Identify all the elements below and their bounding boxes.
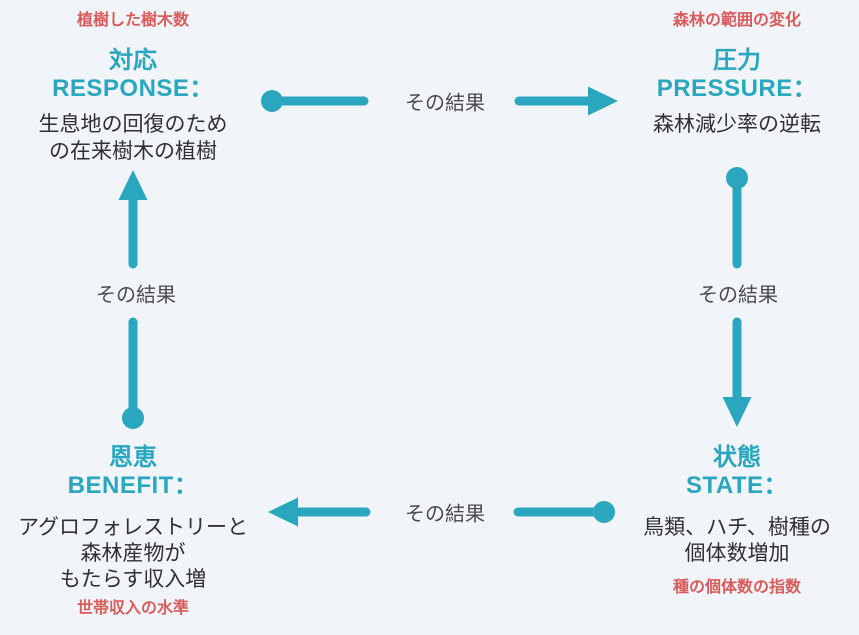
arrow-pressure-to-state (722, 167, 752, 427)
node-benefit-title-en: BENEFIT： (67, 472, 199, 499)
arrow-benefit-to-response (118, 170, 148, 429)
indicator-label-response: 植樹した樹木数 (76, 12, 189, 29)
node-pressure-desc: 森林減少率の逆転 (653, 113, 821, 136)
arrowhead-down-icon (722, 397, 752, 427)
node-state-title-jp: 状態 (713, 444, 761, 471)
arrow-start-dot (261, 90, 283, 112)
arrow-response-to-pressure (261, 86, 618, 116)
node-state-title-en: STATE： (685, 472, 789, 499)
arrow-label-bottom: その結果 (405, 503, 485, 526)
arrow-state-to-benefit (268, 497, 615, 527)
node-pressure: 森林の範囲の変化 圧力 PRESSURE： 森林減少率の逆転 (587, 10, 859, 138)
node-benefit-desc: アグロフォレストリーと 森林産物が もたらす収入増 (18, 516, 248, 591)
node-response-title-jp: 対応 (109, 47, 157, 74)
arrow-start-dot (593, 501, 615, 523)
node-pressure-title-en: PRESSURE： (656, 75, 818, 102)
arrowhead-up-icon (118, 170, 148, 200)
arrow-label-top: その結果 (405, 92, 485, 115)
indicator-label-state: 種の個体数の指数 (672, 579, 801, 596)
indicator-label-benefit: 世帯収入の水準 (76, 600, 189, 617)
node-state: 状態 STATE： 鳥類、ハチ、樹種の 個体数増加 種の個体数の指数 (587, 443, 859, 599)
arrow-label-right: その結果 (698, 284, 778, 307)
node-pressure-title-jp: 圧力 (713, 47, 761, 74)
node-state-desc: 鳥類、ハチ、樹種の 個体数増加 (643, 516, 831, 565)
node-response-desc: 生息地の回復のため の在来樹木の植樹 (38, 113, 228, 163)
indicator-label-pressure: 森林の範囲の変化 (672, 12, 801, 29)
arrow-start-dot (122, 407, 144, 429)
node-response-title-en: RESPONSE： (52, 75, 214, 102)
arrowhead-left-icon (268, 497, 298, 527)
node-response: 植樹した樹木数 対応 RESPONSE： 生息地の回復のため の在来樹木の植樹 (0, 10, 283, 165)
arrowhead-right-icon (588, 86, 618, 116)
node-benefit-title-jp: 恩恵 (109, 444, 157, 471)
arrow-start-dot (726, 167, 748, 189)
arrow-label-left: その結果 (96, 284, 176, 307)
node-benefit: 恩恵 BENEFIT： アグロフォレストリーと 森林産物が もたらす収入増 世帯… (0, 443, 283, 620)
